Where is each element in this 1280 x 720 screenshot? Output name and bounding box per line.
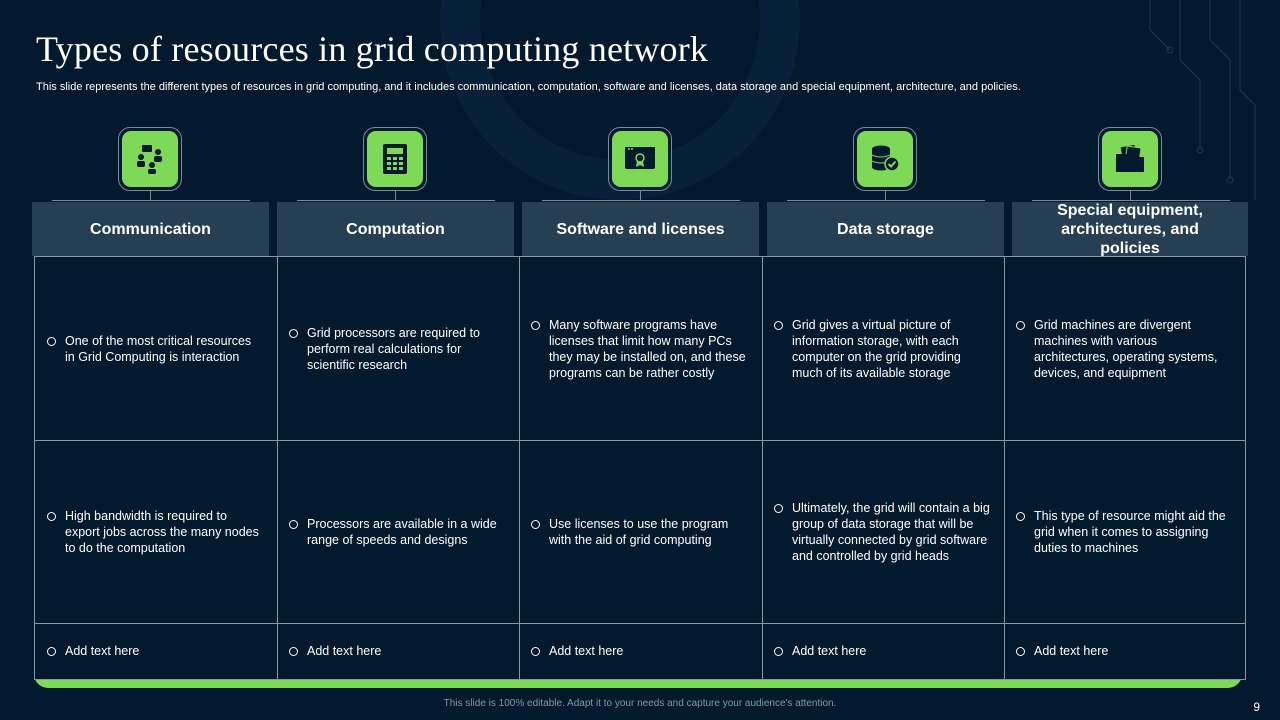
- table-cell: Use licenses to use the program with the…: [519, 440, 762, 623]
- list-item: One of the most critical resources in Gr…: [47, 333, 263, 365]
- bullet-icon: [531, 320, 540, 330]
- list-item: Many software programs have licenses tha…: [531, 317, 748, 381]
- software-icon-tile: [608, 127, 672, 191]
- list-item: Processors are available in a wide range…: [289, 516, 505, 548]
- list-item: Use licenses to use the program with the…: [531, 516, 748, 548]
- bullet-icon: [1016, 511, 1025, 521]
- certificate-window-icon: [625, 147, 655, 169]
- table-cell: Processors are available in a wide range…: [277, 440, 519, 623]
- page-subtitle: This slide represents the different type…: [36, 81, 1021, 93]
- bullet-icon: [1016, 647, 1025, 656]
- resources-table: One of the most critical resources in Gr…: [34, 256, 1246, 680]
- footer-note: This slide is 100% editable. Adapt it to…: [443, 698, 837, 709]
- bullet-icon: [47, 511, 56, 521]
- table-cell: Many software programs have licenses tha…: [519, 257, 762, 440]
- list-item: Grid processors are required to perform …: [289, 325, 505, 373]
- bullet-icon: [47, 647, 56, 656]
- connector: [885, 191, 886, 201]
- calculator-icon: [383, 144, 407, 174]
- divider: [35, 440, 1245, 441]
- list-item: Grid gives a virtual picture of informat…: [774, 317, 990, 381]
- page-title: Types of resources in grid computing net…: [36, 29, 709, 69]
- table-cell: Add text here: [277, 623, 519, 679]
- table-cell: Add text here: [519, 623, 762, 679]
- divider: [277, 257, 278, 679]
- bullet-icon: [289, 328, 298, 338]
- connector: [1130, 191, 1131, 201]
- list-item: Add text here: [289, 643, 381, 659]
- table-cell: High bandwidth is required to export job…: [35, 440, 277, 623]
- list-item: Grid machines are divergent machines wit…: [1016, 317, 1231, 381]
- table-cell: Ultimately, the grid will contain a big …: [762, 440, 1004, 623]
- list-item: Add text here: [47, 643, 139, 659]
- bullet-icon: [774, 320, 783, 330]
- bullet-icon: [774, 647, 783, 656]
- page-number: 9: [1253, 700, 1260, 714]
- list-item: High bandwidth is required to export job…: [47, 508, 263, 556]
- header-communication: Communication: [32, 202, 269, 256]
- people-network-icon: [137, 145, 162, 174]
- table-cell: One of the most critical resources in Gr…: [35, 257, 277, 440]
- bullet-icon: [1016, 320, 1025, 330]
- bullet-icon: [774, 503, 783, 513]
- communication-icon-tile: [118, 127, 182, 191]
- database-check-icon: [871, 145, 900, 172]
- divider: [519, 257, 520, 679]
- header-special-equipment: Special equipment, architectures, and po…: [1012, 202, 1248, 257]
- table-cell: Add text here: [35, 623, 277, 679]
- computation-icon-tile: [363, 127, 427, 191]
- table-cell: Grid processors are required to perform …: [277, 257, 519, 440]
- table-cell: Grid gives a virtual picture of informat…: [762, 257, 1004, 440]
- divider: [1004, 257, 1005, 679]
- list-item: Add text here: [1016, 643, 1108, 659]
- data-storage-icon-tile: [853, 127, 917, 191]
- connector-bar: [542, 200, 740, 201]
- bullet-icon: [531, 519, 540, 529]
- bullet-icon: [289, 647, 298, 656]
- divider: [762, 257, 763, 679]
- table-cell: This type of resource might aid the grid…: [1004, 440, 1245, 623]
- header-data-storage: Data storage: [767, 202, 1004, 256]
- connector-bar: [52, 200, 250, 201]
- bullet-icon: [289, 519, 298, 529]
- connector-bar: [297, 200, 495, 201]
- list-item: Add text here: [531, 643, 623, 659]
- header-computation: Computation: [277, 202, 514, 256]
- table-cell: Grid machines are divergent machines wit…: [1004, 257, 1245, 440]
- bullet-icon: [47, 336, 56, 346]
- list-item: Add text here: [774, 643, 866, 659]
- list-item: This type of resource might aid the grid…: [1016, 508, 1231, 556]
- connector-bar: [1032, 200, 1230, 201]
- divider: [35, 623, 1245, 624]
- table-cell: Add text here: [762, 623, 1004, 679]
- connector: [395, 191, 396, 201]
- connector: [640, 191, 641, 201]
- list-item: Ultimately, the grid will contain a big …: [774, 500, 990, 564]
- folder-documents-icon: [1116, 144, 1144, 172]
- table-cell: Add text here: [1004, 623, 1245, 679]
- connector-bar: [787, 200, 985, 201]
- bullet-icon: [531, 647, 540, 656]
- connector: [150, 191, 151, 201]
- header-software-licenses: Software and licenses: [522, 202, 759, 256]
- special-equipment-icon-tile: [1098, 127, 1162, 191]
